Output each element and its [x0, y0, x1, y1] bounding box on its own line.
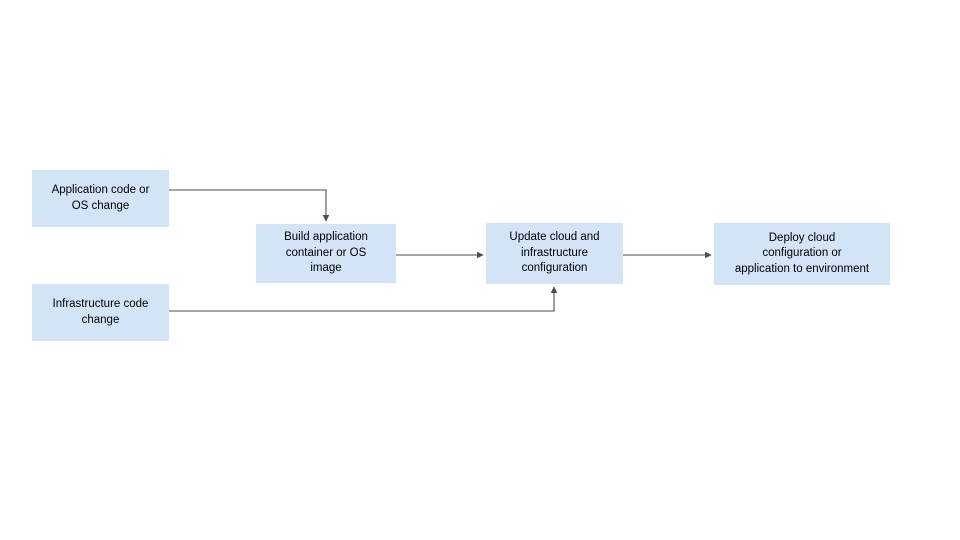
edge-app-to-build — [169, 189, 330, 222]
node-deploy-cloud-configuration-or-application-to-environment[interactable]: Deploy cloud configuration or applicatio… — [714, 223, 890, 285]
node-update-cloud-and-infrastructure-configuration[interactable]: Update cloud and infrastructure configur… — [486, 223, 623, 284]
node-infrastructure-code-change[interactable]: Infrastructure code change — [32, 284, 169, 341]
node-build-application-container-or-os-image[interactable]: Build application container or OS image — [256, 224, 396, 283]
node-application-code-or-os-change[interactable]: Application code or OS change — [32, 170, 169, 227]
node-label: Deploy cloud configuration or applicatio… — [734, 231, 870, 275]
edge-infra-to-update — [169, 286, 558, 312]
node-label: Application code or OS change — [51, 184, 150, 212]
node-label: Build application container or OS image — [284, 231, 368, 275]
node-label: Infrastructure code change — [52, 298, 149, 326]
node-label: Update cloud and infrastructure configur… — [509, 231, 600, 275]
